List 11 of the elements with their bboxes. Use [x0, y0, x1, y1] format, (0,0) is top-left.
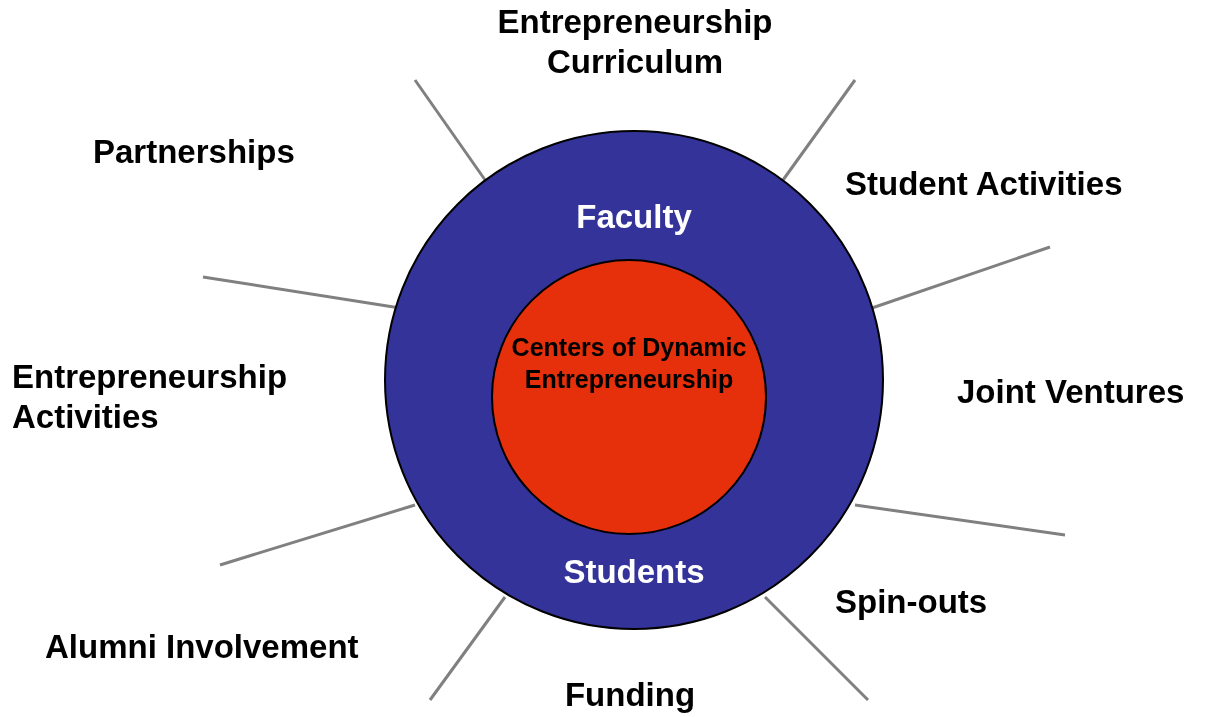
center-label: Centers of Dynamic Entrepreneurship — [510, 332, 748, 395]
area-label: Spin-outs — [835, 582, 989, 622]
area-label: Entrepreneurship Curriculum — [496, 2, 774, 82]
area-label: Funding — [563, 675, 697, 715]
area-label: Partnerships — [93, 132, 296, 172]
area-label: Entrepreneurship Activities — [12, 357, 289, 437]
ring-label: Students — [562, 552, 706, 592]
area-label: Alumni Involvement — [45, 627, 360, 667]
area-label: Joint Ventures — [957, 372, 1186, 412]
area-label: Student Activities — [845, 164, 1124, 204]
ring-label: Faculty — [575, 197, 693, 237]
